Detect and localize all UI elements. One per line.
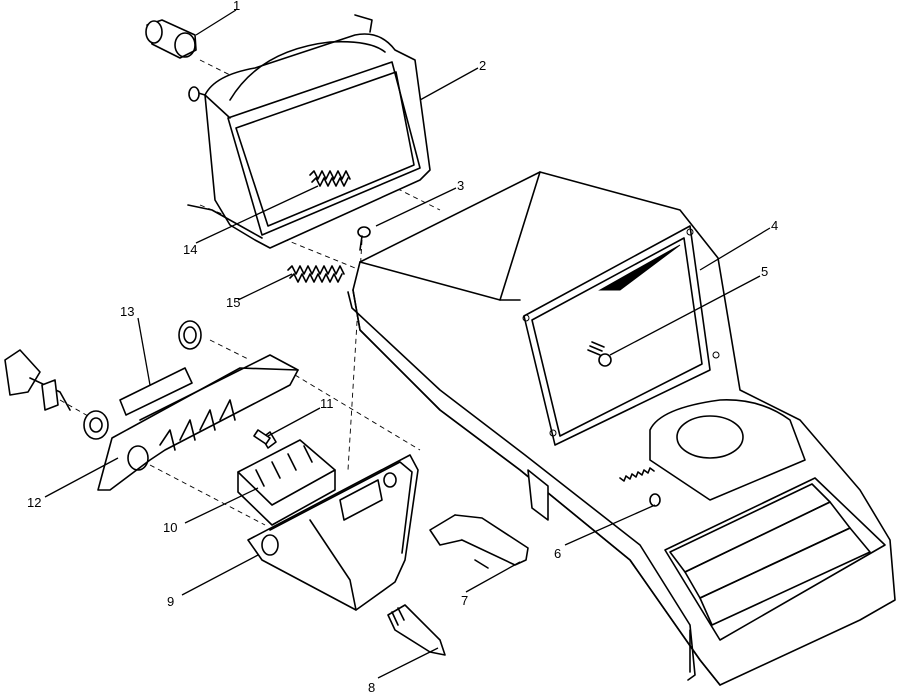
mounting-plate (247, 454, 419, 611)
bulb-socket-left (4, 349, 109, 440)
leader-lines (44, 9, 771, 679)
callout-9: 9 (167, 594, 174, 609)
bulb (387, 604, 446, 656)
callout-4: 4 (771, 218, 778, 233)
callout-10: 10 (163, 520, 177, 535)
callout-15: 15 (226, 295, 240, 310)
callout-13: 13 (120, 304, 134, 319)
callout-6: 6 (554, 546, 561, 561)
callout-12: 12 (27, 495, 41, 510)
callout-11: 11 (320, 396, 334, 411)
long-screw (619, 467, 661, 507)
console-housing (347, 171, 896, 686)
callout-2: 2 (479, 58, 486, 73)
spring-upper (309, 170, 351, 187)
spring-lower (287, 265, 345, 283)
callout-14: 14 (183, 242, 197, 257)
callout-8: 8 (368, 680, 375, 693)
small-pin (253, 429, 271, 445)
knob (145, 19, 197, 59)
callout-labels: 1 2 3 4 5 6 7 8 9 10 11 12 13 14 15 (27, 0, 778, 693)
window-screw (587, 341, 612, 367)
upper-cowl (187, 14, 431, 249)
callout-7: 7 (461, 593, 468, 608)
callout-5: 5 (761, 264, 768, 279)
switch-bracket (97, 320, 299, 491)
bulb-socket-right (429, 514, 529, 569)
small-screw (357, 226, 371, 251)
callout-3: 3 (457, 178, 464, 193)
callout-1: 1 (233, 0, 240, 13)
